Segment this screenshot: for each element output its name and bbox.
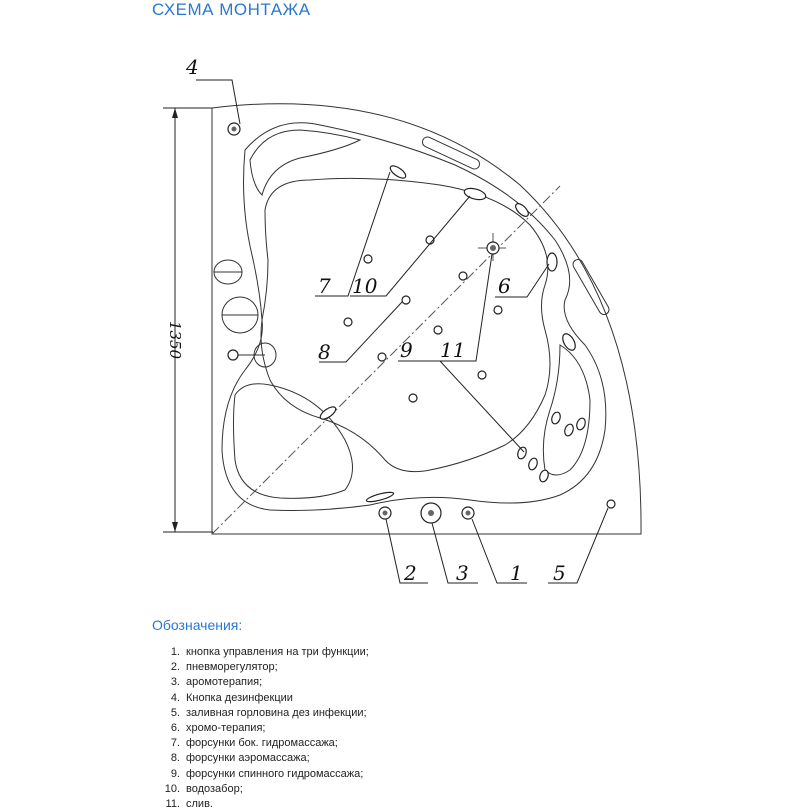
- legend-item: 6.хромо-терапия;: [170, 721, 266, 734]
- aero-nozzles-group: [343, 235, 503, 403]
- leader-lines: [196, 79, 609, 584]
- callout-7: 7: [318, 274, 331, 298]
- callout-6: 6: [498, 274, 511, 298]
- legend-item: 10.водозабор;: [164, 782, 243, 795]
- control-2-pneumo-regulator: [378, 506, 392, 520]
- dimension-label: 1350: [166, 321, 184, 360]
- callout-1: 1: [510, 561, 523, 585]
- control-5-disinfection-filler: [606, 499, 616, 509]
- bathtub-rim: [221, 122, 607, 511]
- callout-9: 9: [400, 338, 413, 362]
- grab-handle-right: [572, 258, 610, 316]
- diagonal-axis: [211, 185, 561, 535]
- legend-title: Обозначения:: [152, 617, 243, 633]
- callout-4: 4: [185, 55, 199, 79]
- page-title: СХЕМА МОНТАЖА: [152, 0, 311, 19]
- jets-group: [319, 165, 586, 503]
- callout-3: 3: [456, 561, 469, 585]
- headrest-upper: [249, 129, 362, 196]
- legend-item: 3.аромотерапия;: [170, 676, 263, 689]
- callout-10: 10: [352, 274, 378, 298]
- legend-item: 8.форсунки аэромассажа;: [170, 752, 310, 765]
- legend-item: 2.пневморегулятор;: [170, 661, 278, 674]
- bathtub-outer-outline: [211, 103, 642, 535]
- seat-lower: [233, 383, 353, 499]
- legend-item: 9.форсунки спинного гидромассажа;: [170, 767, 364, 780]
- control-3-aromatherapy: [420, 502, 442, 524]
- callout-5: 5: [553, 561, 566, 585]
- grab-handle-top: [421, 136, 481, 170]
- legend-item: 11.слив.: [165, 797, 213, 810]
- legend-item: 1.кнопка управления на три функции;: [170, 646, 369, 658]
- legend-item: 4.Кнопка дезинфекции: [170, 691, 293, 704]
- legend-item: 5.заливная горловина дез инфекции;: [170, 706, 367, 719]
- legend-item: 7.форсунки бок. гидромассажа;: [170, 737, 338, 750]
- legend-list: 1.кнопка управления на три функции; 2.пн…: [152, 645, 369, 812]
- drain-11: [478, 233, 508, 263]
- seat-right: [542, 344, 591, 476]
- bathtub-installation-diagram: 1350: [163, 55, 642, 585]
- control-4-disinfection-button: [227, 122, 241, 136]
- bathtub-basin: [260, 177, 551, 473]
- dimension-line: [163, 107, 213, 533]
- control-1-three-function-button: [461, 506, 475, 520]
- callout-8: 8: [318, 340, 331, 364]
- callout-2: 2: [403, 561, 417, 585]
- callout-11: 11: [440, 338, 465, 362]
